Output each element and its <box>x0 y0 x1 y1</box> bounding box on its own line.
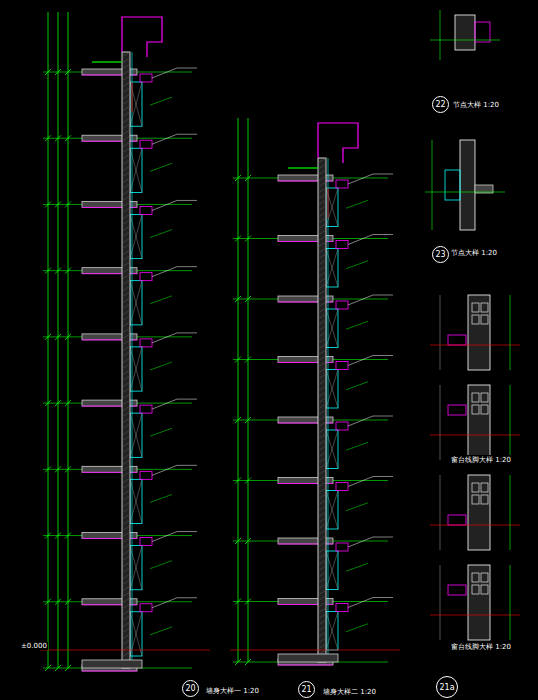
callout-number: 23 <box>435 250 445 259</box>
callout-circle: 21 <box>298 681 315 698</box>
callout-number: 21 <box>301 685 311 694</box>
callout-circle: 21a <box>436 676 458 698</box>
drawing-label: ±0.000 <box>20 642 48 650</box>
callout-circle: 23 <box>432 246 449 263</box>
callout-circle: 22 <box>432 96 449 113</box>
drawing-label: 墙身大样二 1:20 <box>322 687 377 697</box>
drawing-label: 节点大样 1:20 <box>450 248 498 258</box>
callout-number: 20 <box>185 684 195 693</box>
callout-number: 21a <box>439 683 454 692</box>
drawing-label: 窗台线脚大样 1:20 <box>450 642 512 652</box>
drawing-label: 墙身大样一 1:20 <box>205 686 260 696</box>
drawing-label: 窗台线脚大样 1:20 <box>450 455 512 465</box>
drawing-label: 节点大样 1:20 <box>452 100 500 110</box>
callout-number: 22 <box>435 100 445 109</box>
callout-circle: 20 <box>182 680 199 697</box>
